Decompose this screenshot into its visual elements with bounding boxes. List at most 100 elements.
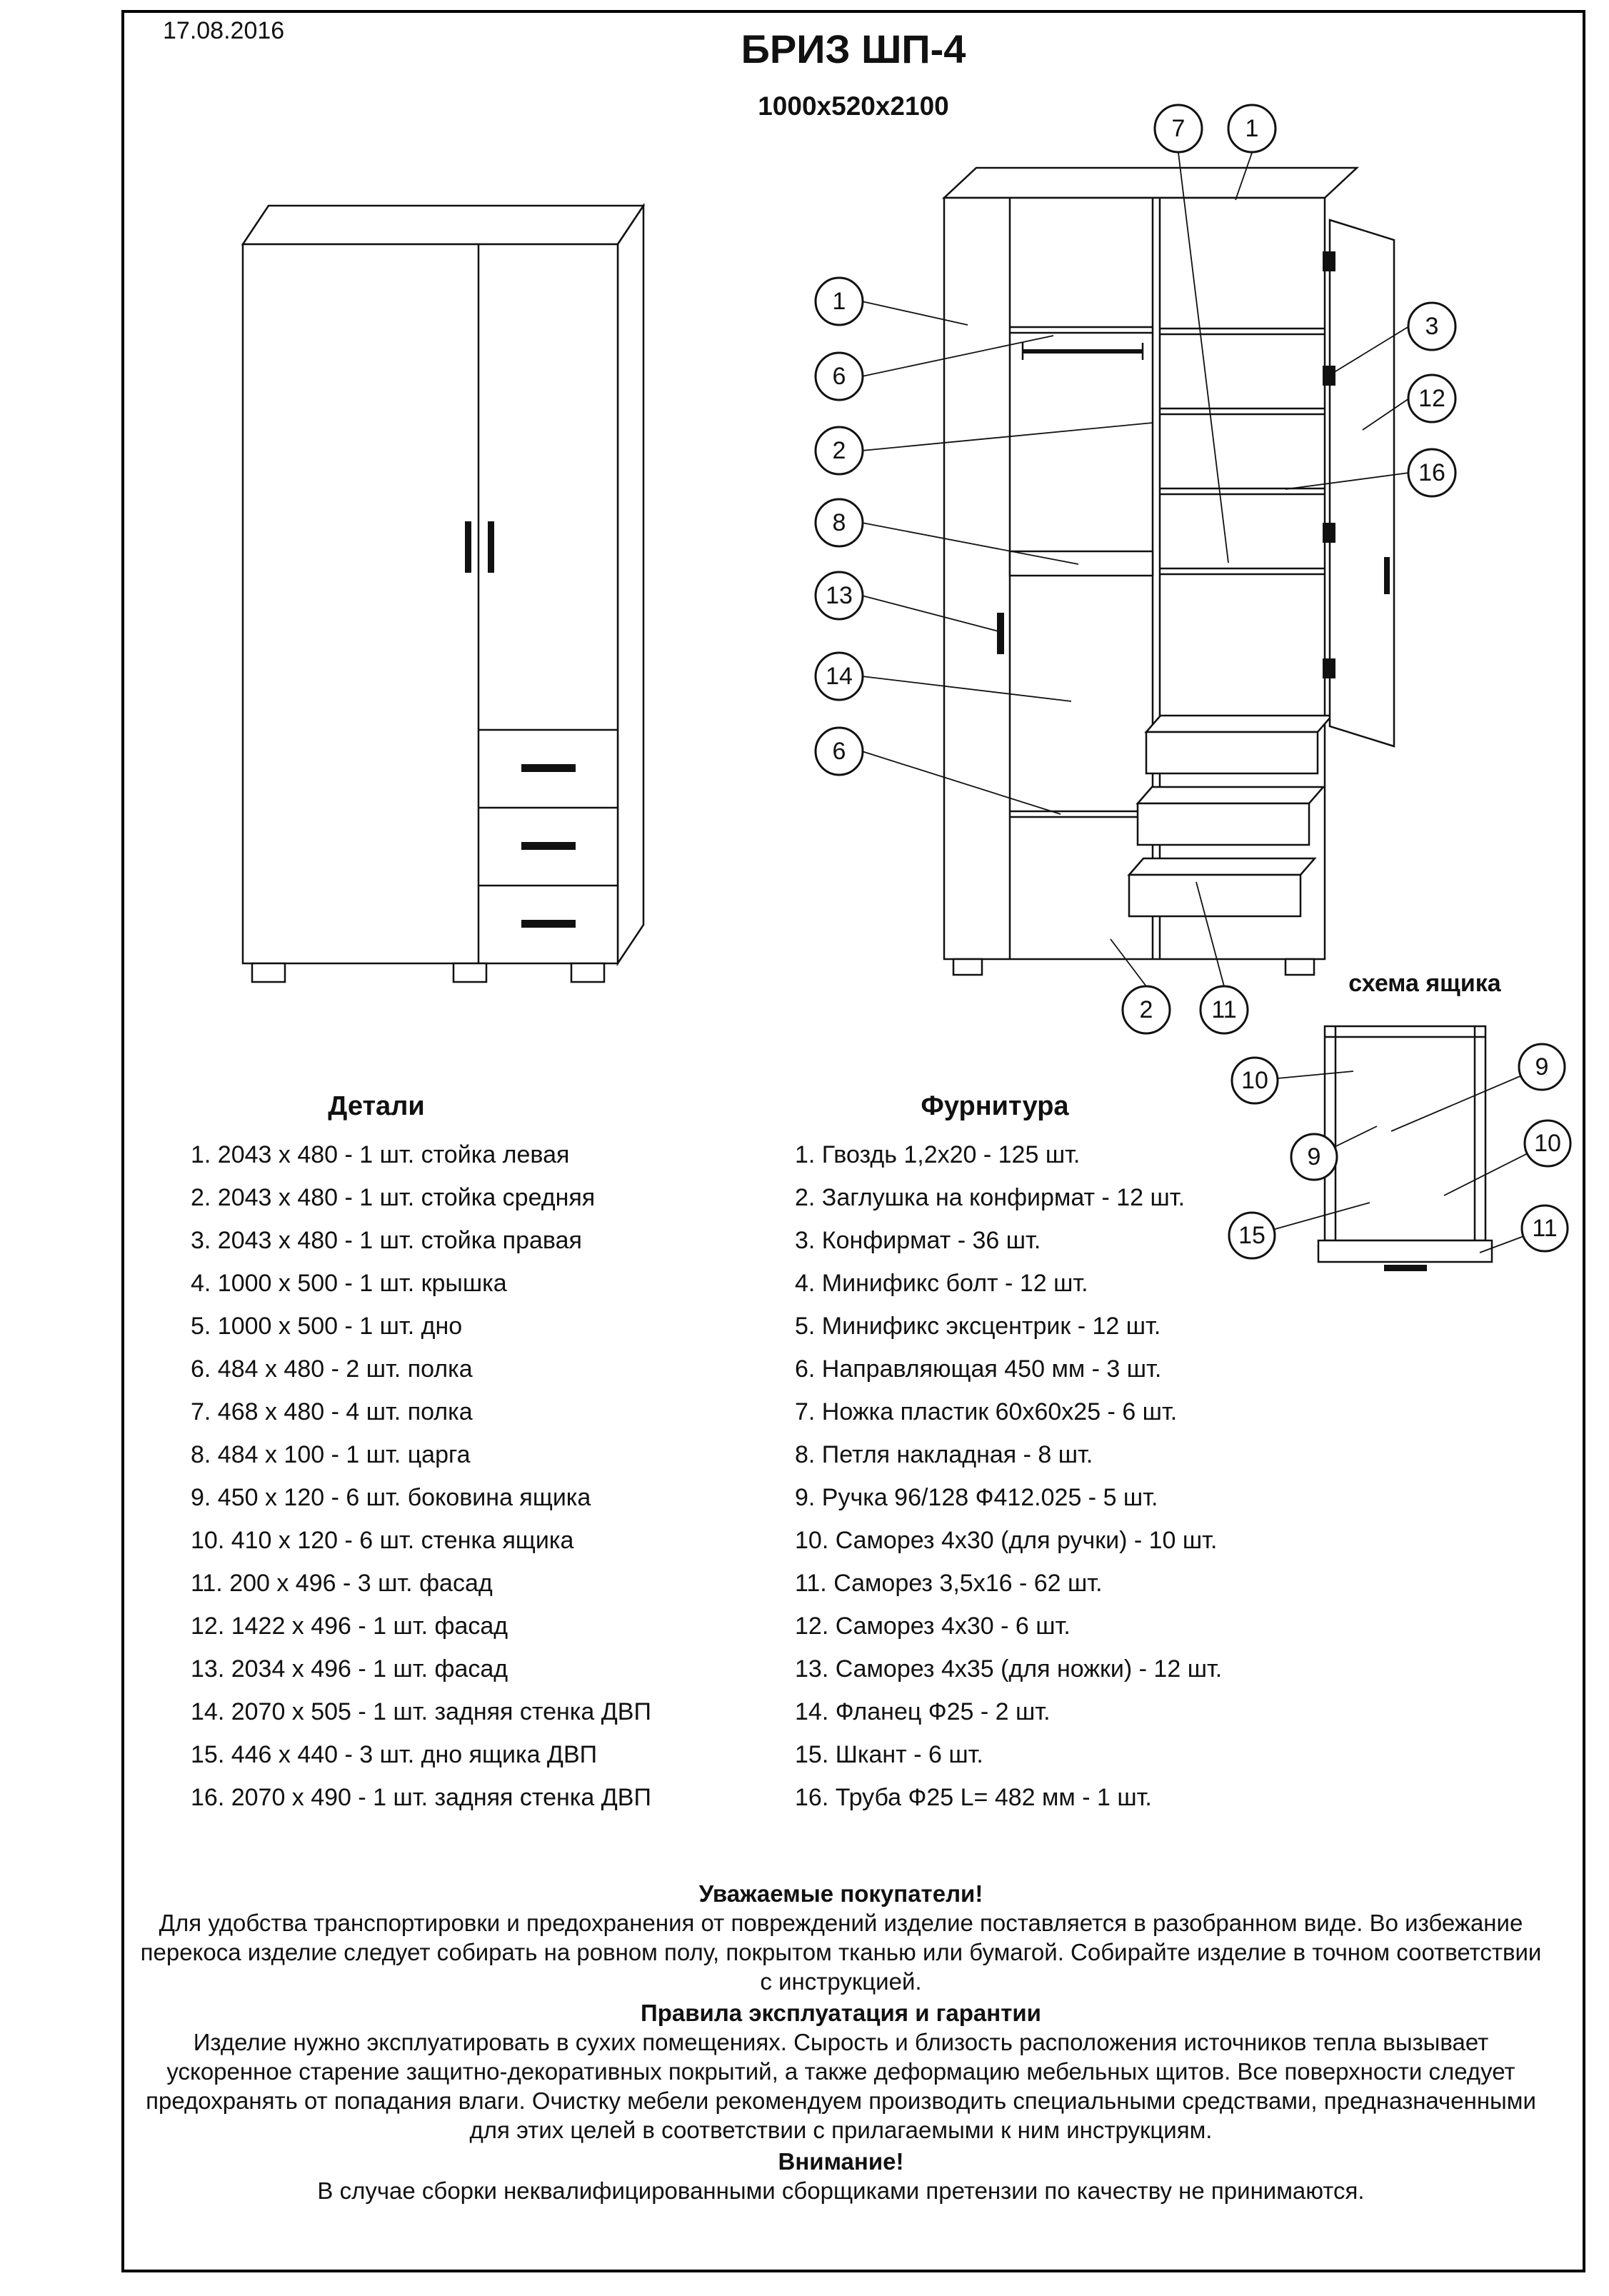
callout-number: 3 — [1425, 313, 1439, 340]
foot — [952, 958, 983, 976]
left-section-lower-shelf — [1010, 810, 1153, 818]
callout-marker: 6 — [814, 726, 864, 776]
leader-lines — [861, 152, 1410, 987]
wardrobe-front-view — [241, 202, 646, 983]
drawer-handle — [521, 764, 576, 772]
foot — [452, 962, 488, 983]
callout-number: 15 — [1238, 1222, 1265, 1249]
hardware-list: Фурнитура 1. Гвоздь 1,2х20 - 125 шт. 2. … — [795, 1091, 1480, 1819]
drawer-handle — [1384, 1265, 1427, 1271]
drawer-handle — [521, 920, 576, 928]
page-title: БРИЗ ШП-4 — [741, 26, 966, 71]
hardware-item: 9. Ручка 96/128 Ф412.025 - 5 шт. — [795, 1484, 1158, 1511]
product-dimensions: 1000х520х2100 — [758, 91, 949, 121]
callout-marker: 11 — [1199, 985, 1249, 1035]
parts-list: Детали 1. 2043 х 480 - 1 шт. стойка лева… — [191, 1091, 776, 1819]
parts-item: 4. 1000 х 500 - 1 шт. крышка — [191, 1270, 507, 1297]
right-door-handle — [1384, 557, 1390, 594]
callout-number: 6 — [833, 738, 846, 765]
wardrobe-exploded-view: 7 1 1 6 2 8 13 14 6 3 12 16 2 11 — [814, 104, 1457, 1035]
foot — [570, 962, 606, 983]
parts-item: 12. 1422 х 496 - 1 шт. фасад — [191, 1613, 508, 1640]
callout-marker: 7 — [1153, 104, 1203, 154]
callout-number: 14 — [826, 663, 853, 690]
callout-marker: 11 — [1520, 1204, 1569, 1253]
callout-marker: 3 — [1407, 301, 1457, 351]
hardware-item: 10. Саморез 4х30 (для ручки) - 10 шт. — [795, 1527, 1218, 1554]
right-door — [1328, 219, 1395, 748]
callout-number: 9 — [1535, 1053, 1549, 1081]
callout-marker: 8 — [814, 498, 864, 548]
parts-item: 3. 2043 х 480 - 1 шт. стойка правая — [191, 1227, 582, 1254]
callout-number: 11 — [1532, 1215, 1557, 1242]
callout-number: 6 — [833, 363, 846, 390]
drawer-box — [1144, 714, 1334, 775]
callout-marker: 16 — [1407, 448, 1457, 498]
right-side-panel — [616, 202, 645, 967]
callout-marker: 2 — [814, 426, 864, 476]
callout-number: 12 — [1418, 385, 1445, 412]
callout-number: 13 — [826, 582, 853, 609]
parts-item: 14. 2070 х 505 - 1 шт. задняя стенка ДВП — [191, 1698, 651, 1725]
hardware-item: 2. Заглушка на конфирмат - 12 шт. — [795, 1184, 1186, 1211]
parts-list-title: Детали — [328, 1091, 425, 1121]
left-section-shelf — [1010, 326, 1153, 334]
drawer-walls — [1325, 1026, 1485, 1240]
hardware-item: 3. Конфирмат - 36 шт. — [795, 1227, 1041, 1254]
hardware-list-title: Фурнитура — [921, 1091, 1069, 1121]
callout-marker: 9 — [1518, 1043, 1566, 1091]
footer-notes: Уважаемые покупатели! Для удобства транс… — [132, 1877, 1550, 2205]
callout-marker: 10 — [1230, 1056, 1279, 1105]
callout-number: 16 — [1418, 459, 1445, 486]
callout-number: 8 — [833, 509, 846, 536]
left-door-handle — [997, 613, 1004, 654]
rules-text: Изделие нужно эксплуатировать в сухих по… — [146, 2029, 1536, 2143]
callout-number: 10 — [1534, 1130, 1561, 1157]
hardware-item: 15. Шкант - 6 шт. — [795, 1741, 983, 1768]
hardware-item: 12. Саморез 4х30 - 6 шт. — [795, 1613, 1071, 1640]
callout-number: 7 — [1172, 115, 1186, 142]
door-hinges — [1323, 251, 1335, 678]
parts-item: 11. 200 х 496 - 3 шт. фасад — [191, 1570, 493, 1597]
top-panel — [941, 166, 1360, 199]
rules-title: Правила эксплуатация и гарантии — [641, 2000, 1041, 2026]
hardware-item: 11. Саморез 3,5х16 - 62 шт. — [795, 1570, 1103, 1597]
hardware-item: 4. Минификс болт - 12 шт. — [795, 1270, 1088, 1297]
hardware-item: 8. Петля накладная - 8 шт. — [795, 1441, 1093, 1468]
callout-number: 10 — [1241, 1067, 1268, 1094]
attention-text: В случае сборки неквалифицированными сбо… — [317, 2177, 1365, 2204]
callout-marker: 1 — [814, 276, 864, 326]
callout-marker: 14 — [814, 651, 864, 701]
foot — [1284, 958, 1315, 976]
parts-item: 2. 2043 х 480 - 1 шт. стойка средняя — [191, 1184, 596, 1211]
right-door-handle — [488, 521, 494, 573]
callout-marker: 12 — [1407, 374, 1457, 423]
drawer-scheme-label: схема ящика — [1348, 970, 1501, 997]
parts-item: 15. 446 х 440 - 3 шт. дно ящика ДВП — [191, 1741, 598, 1768]
hanging-rod — [1021, 343, 1144, 360]
page-border — [121, 10, 1585, 2272]
callout-number: 11 — [1211, 996, 1236, 1023]
hardware-item: 6. Направляющая 450 мм - 3 шт. — [795, 1355, 1162, 1383]
callout-marker: 6 — [814, 351, 864, 401]
parts-item: 1. 2043 х 480 - 1 шт. стойка левая — [191, 1141, 570, 1168]
drawer-box — [1127, 857, 1317, 918]
callout-marker: 9 — [1290, 1133, 1338, 1181]
drawer-scheme-view: 10 9 9 10 15 11 — [1228, 1025, 1572, 1271]
hardware-item: 5. Минификс эксцентрик - 12 шт. — [795, 1313, 1161, 1340]
top-panel — [241, 204, 646, 246]
drawer-box — [1136, 786, 1325, 846]
callout-number: 1 — [1245, 115, 1259, 142]
callout-number: 9 — [1308, 1143, 1321, 1170]
hardware-item: 13. Саморез 4х35 (для ножки) - 12 шт. — [795, 1655, 1223, 1683]
foot — [251, 962, 286, 983]
parts-item: 8. 484 х 100 - 1 шт. царга — [191, 1441, 471, 1468]
hardware-item: 7. Ножка пластик 60х60х25 - 6 шт. — [795, 1398, 1178, 1425]
greeting-title: Уважаемые покупатели! — [698, 1880, 983, 1907]
cabinet-front — [241, 243, 619, 965]
callout-number: 2 — [1140, 996, 1153, 1023]
attention-title: Внимание! — [778, 2148, 904, 2175]
parts-item: 7. 468 х 480 - 4 шт. полка — [191, 1398, 473, 1425]
right-section-shelves — [1160, 327, 1325, 576]
